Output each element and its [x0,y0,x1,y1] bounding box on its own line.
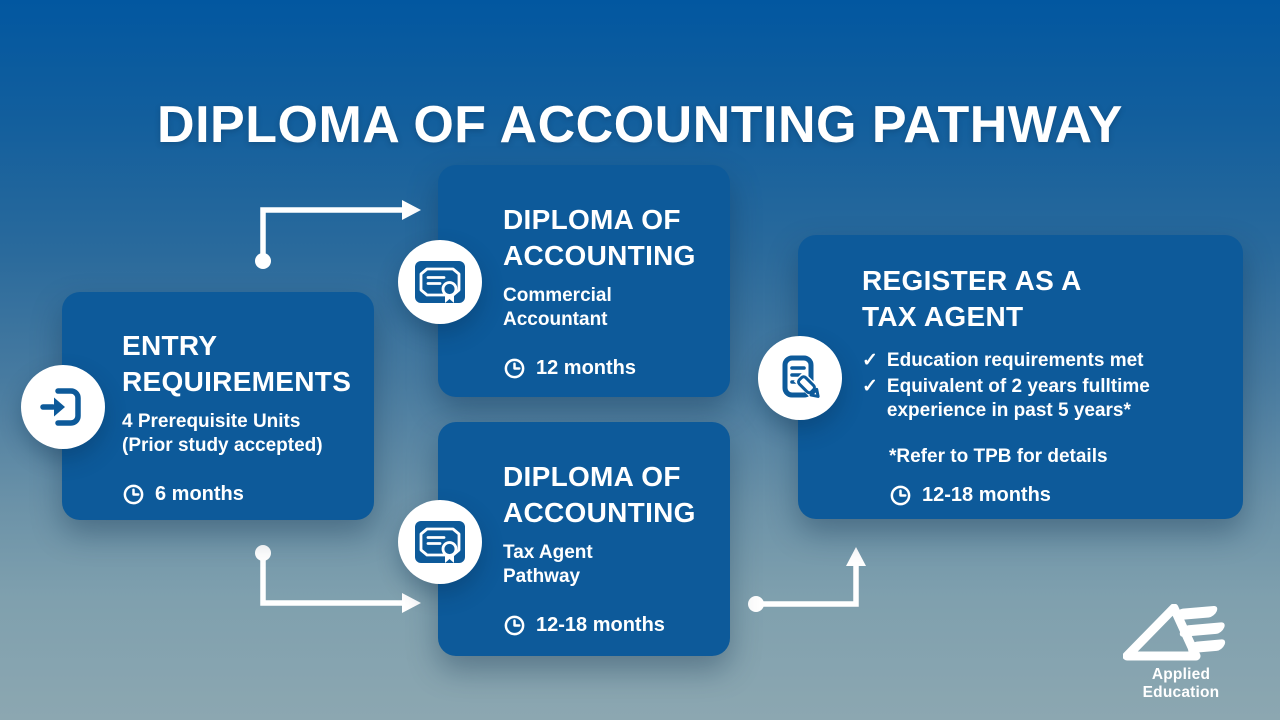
duration-row: 12-18 months [889,484,1231,507]
arrowhead-up-icon [846,547,866,566]
checklist-item-label: Equivalent of 2 years fulltime experienc… [886,375,1150,421]
diploma-icon-badge [398,500,482,584]
applied-education-logo: Applied Education [1116,604,1246,702]
checklist-item-label: Education requirements met [886,349,1144,371]
arrow-start-dot [748,596,764,612]
checklist-item: ✓ Equivalent of 2 years fulltime experie… [862,375,1231,423]
arrow-entry-to-commercial [260,207,402,258]
document-edit-icon [782,355,824,402]
card-diploma-tax-agent: DIPLOMA OF ACCOUNTING Tax Agent Pathway … [438,422,730,656]
ae-logo-mark [1123,604,1226,661]
certificate-icon [415,261,465,303]
duration-row: 12 months [503,357,720,380]
card-register-tax-agent: REGISTER AS A TAX AGENT ✓ Education requ… [798,235,1243,519]
certificate-icon [415,521,465,563]
check-icon: ✓ [862,349,878,371]
arrow-entry-to-taxagent [260,556,402,606]
card-diploma-commercial: DIPLOMA OF ACCOUNTING Commercial Account… [438,165,730,397]
card-description: Commercial Accountant [503,284,612,331]
login-icon [40,388,81,426]
duration-row: 12-18 months [503,614,720,637]
card-description: 4 Prerequisite Units (Prior study accept… [122,410,323,457]
diploma-icon-badge [398,240,482,324]
duration-label: 12-18 months [536,614,665,637]
duration-label: 12 months [536,357,637,380]
card-entry-requirements: ENTRY REQUIREMENTS 4 Prerequisite Units … [62,292,374,520]
register-icon-badge [758,336,842,420]
check-icon: ✓ [862,375,878,397]
card-description: Tax Agent Pathway [503,541,593,588]
entry-icon-badge [21,365,105,449]
card-title: DIPLOMA OF ACCOUNTING [503,204,696,271]
tpb-footnote: *Refer to TPB for details [889,446,1108,468]
page-title: DIPLOMA OF ACCOUNTING PATHWAY [157,95,1123,154]
card-title: DIPLOMA OF ACCOUNTING [503,461,696,528]
duration-row: 6 months [122,483,360,506]
checklist-item: ✓ Education requirements met [862,349,1231,373]
duration-label: 6 months [155,483,244,506]
clock-icon [504,615,525,636]
logo-wordmark: Applied Education [1142,666,1220,701]
clock-icon [123,484,144,505]
clock-icon [504,358,525,379]
arrowhead-right-icon [402,200,421,220]
arrowhead-right-icon [402,593,421,613]
arrow-diploma-to-register [760,564,859,607]
card-title: ENTRY REQUIREMENTS [122,330,352,397]
arrow-start-dot [255,545,271,561]
clock-icon [890,486,911,506]
card-title: REGISTER AS A TAX AGENT [862,265,1082,332]
arrow-start-dot [255,253,271,269]
requirements-checklist: ✓ Education requirements met ✓ Equivalen… [862,349,1231,423]
duration-label: 12-18 months [922,484,1051,507]
